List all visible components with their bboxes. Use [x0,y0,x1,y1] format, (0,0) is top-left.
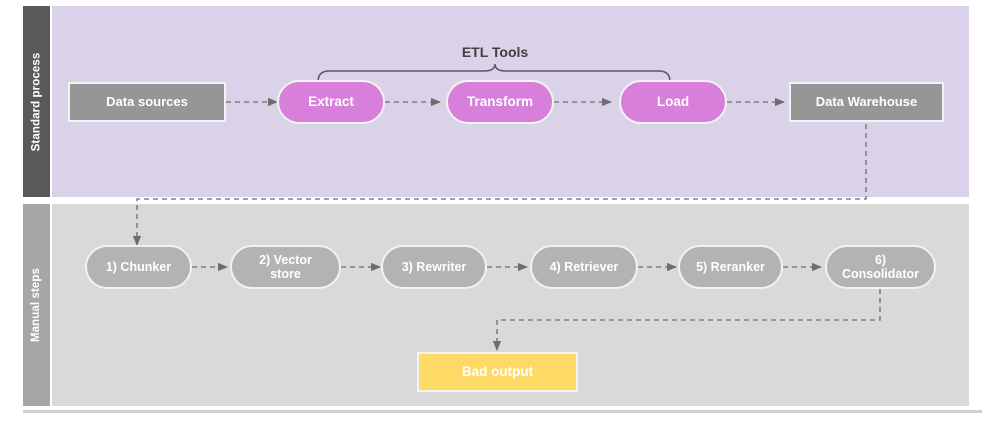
node-vector-store-label: 2) Vector store [259,253,312,282]
node-retriever[interactable]: 4) Retriever [530,245,638,289]
node-bad-output-label: Bad output [461,364,534,380]
node-retriever-label: 4) Retriever [549,259,619,274]
node-transform-label: Transform [466,94,534,110]
node-load-label: Load [656,94,690,110]
node-consolidator-line1: 6) [874,252,887,267]
lane-manual-steps-header: Manual steps [23,204,50,406]
node-data-warehouse-label: Data Warehouse [815,93,918,109]
lane-manual-steps-label: Manual steps [30,267,43,343]
node-vector-store-line2: store [270,267,301,281]
node-rewriter-label: 3) Rewriter [401,259,467,274]
node-extract-label: Extract [308,94,354,110]
node-rewriter[interactable]: 3) Rewriter [381,245,487,289]
node-load[interactable]: Load [619,80,727,124]
node-reranker-label: 5) Reranker [696,259,765,274]
node-vector-store-line1: 2) Vector [259,252,312,267]
node-bad-output[interactable]: Bad output [417,352,578,392]
node-consolidator-label: 6) Consolidator [842,253,919,282]
node-data-sources-label: Data sources [106,93,188,109]
node-transform[interactable]: Transform [446,80,554,124]
node-data-warehouse[interactable]: Data Warehouse [789,82,944,122]
etl-tools-label: ETL Tools [461,44,529,60]
node-consolidator[interactable]: 6) Consolidator [825,245,936,289]
node-chunker[interactable]: 1) Chunker [85,245,192,289]
node-chunker-label: 1) Chunker [105,259,172,274]
node-reranker[interactable]: 5) Reranker [678,245,783,289]
node-vector-store[interactable]: 2) Vector store [230,245,341,289]
node-data-sources[interactable]: Data sources [68,82,226,122]
lane-standard-process-label: Standard process [30,52,43,151]
footer-divider [23,410,982,413]
lane-standard-process-header: Standard process [23,6,50,197]
node-extract[interactable]: Extract [277,80,385,124]
node-consolidator-line2: Consolidator [841,267,920,281]
